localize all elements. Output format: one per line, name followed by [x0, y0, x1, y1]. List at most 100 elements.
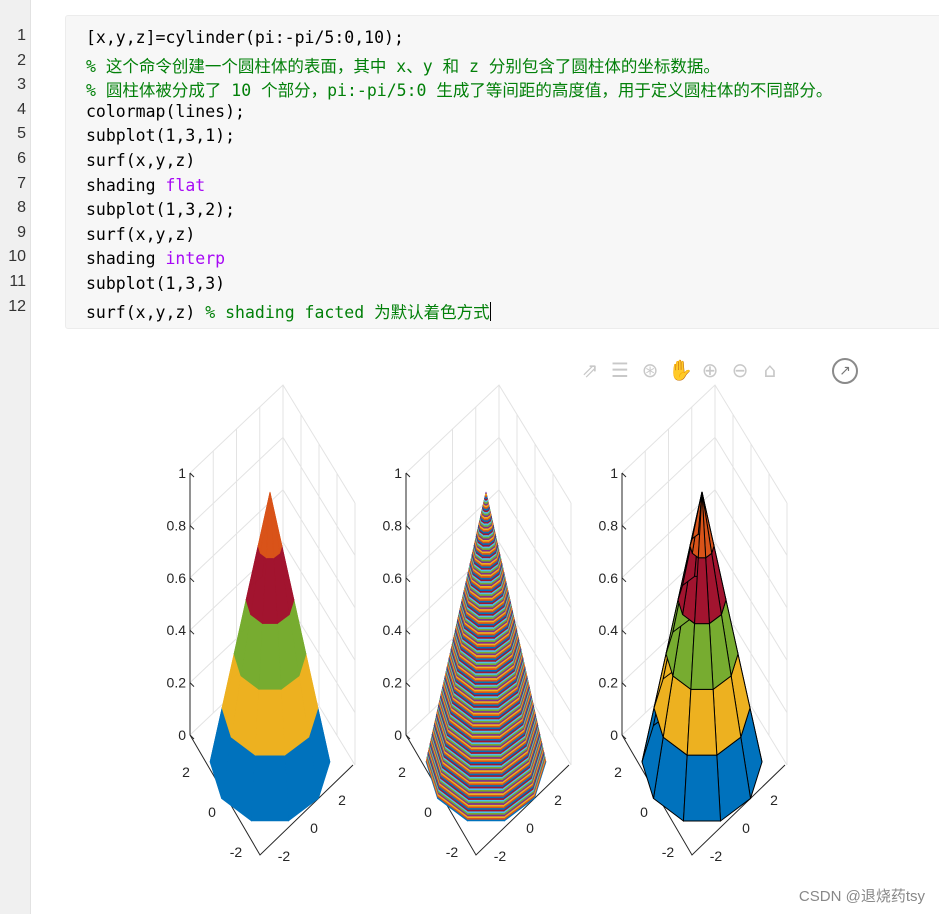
z-tick	[189, 629, 195, 635]
y-tick-label: -2	[446, 844, 459, 860]
pan-hand-icon[interactable]: ✋	[668, 358, 693, 382]
zoom-out-icon[interactable]: ⊖	[731, 358, 749, 382]
z-tick	[189, 577, 195, 583]
surface-face	[682, 754, 722, 822]
z-tick	[405, 629, 411, 635]
code-line[interactable]: colormap(lines);	[86, 102, 245, 121]
xy-axes	[189, 734, 354, 856]
x-tick-label: 2	[554, 792, 562, 808]
x-tick-label: 0	[310, 820, 318, 836]
code-line[interactable]: surf(x,y,z) % shading facted 为默认着色方式	[86, 299, 491, 323]
z-tick-label: 0.4	[599, 622, 619, 638]
code-comment: % 这个命令创建一个圆柱体的表面，其中 x、y 和 z 分别包含了圆柱体的坐标数…	[86, 56, 720, 76]
surface-face	[690, 623, 714, 690]
code-line[interactable]: shading flat	[86, 176, 205, 195]
z-tick-label: 0	[394, 727, 402, 743]
code-text: [x,y,z]=cylinder(pi:-pi/5:0,10);	[86, 28, 404, 47]
z-tick	[405, 734, 411, 740]
code-line[interactable]: % 圆柱体被分成了 10 个部分，pi:-pi/5:0 生成了等间距的高度值，用…	[86, 77, 832, 101]
line-number: 12	[8, 297, 26, 315]
home-icon[interactable]: ⌂	[763, 358, 777, 382]
code-editor[interactable]: [x,y,z]=cylinder(pi:-pi/5:0,10); % 这个命令创建…	[65, 15, 939, 329]
surface-plot-1: 00.20.40.60.81-202-202	[167, 384, 356, 864]
x-tick-label: 0	[526, 820, 534, 836]
x-tick-label: 2	[770, 792, 778, 808]
line-number: 5	[17, 125, 26, 143]
z-tick-label: 0.6	[167, 570, 187, 586]
text-cursor	[489, 301, 491, 321]
line-number: 6	[17, 150, 26, 167]
code-line[interactable]: shading interp	[86, 249, 225, 268]
code-line[interactable]: [x,y,z]=cylinder(pi:-pi/5:0,10);	[86, 28, 404, 47]
z-tick-label: 0.8	[383, 517, 403, 533]
code-line[interactable]: subplot(1,3,2);	[86, 200, 235, 219]
z-tick-label: 0.4	[383, 622, 403, 638]
line-number: 10	[8, 248, 26, 266]
z-tick	[621, 577, 627, 583]
z-tick	[405, 577, 411, 583]
line-number: 11	[9, 273, 26, 290]
line-number: 9	[17, 223, 26, 241]
rotate-3d-icon[interactable]: ⊛	[641, 358, 659, 382]
z-tick-label: 0.2	[599, 675, 619, 691]
x-tick-label: 2	[338, 792, 346, 808]
z-tick	[621, 734, 627, 740]
watermark: CSDN @退烧药tsy	[798, 888, 925, 905]
line-number: 1	[17, 27, 26, 44]
y-tick-label: 2	[398, 764, 406, 780]
export-icon[interactable]: ⇗	[581, 358, 599, 382]
z-tick-label: 1	[394, 465, 402, 481]
code-text: surf(x,y,z)	[86, 224, 196, 244]
x-tick-label: -2	[710, 848, 723, 864]
brush-icon[interactable]: ☰	[611, 358, 629, 382]
z-tick	[189, 682, 195, 687]
code-text: surf(x,y,z)	[86, 151, 196, 170]
y-tick-label: 0	[640, 804, 648, 820]
code-line[interactable]: subplot(1,3,1);	[86, 126, 235, 145]
code-text: shading	[86, 175, 166, 195]
code-line[interactable]: % 这个命令创建一个圆柱体的表面，其中 x、y 和 z 分别包含了圆柱体的坐标数…	[86, 53, 720, 77]
arrow-up-right-icon: ↗	[839, 363, 851, 379]
code-text: shading	[86, 249, 166, 269]
code-line[interactable]: subplot(1,3,3)	[86, 274, 225, 293]
surface-plot-2: 00.20.40.60.81-202-202	[383, 384, 572, 864]
code-text: subplot(1,3,1);	[86, 126, 236, 146]
z-tick	[405, 525, 411, 530]
surface-plot-3: 00.20.40.60.81-202-202	[599, 384, 788, 864]
code-line[interactable]: surf(x,y,z)	[86, 225, 195, 244]
x-tick-label: -2	[494, 848, 507, 864]
z-tick	[189, 472, 195, 478]
x-tick-label: -2	[278, 848, 291, 864]
z-tick-label: 0	[178, 727, 186, 743]
z-tick-label: 0.2	[383, 675, 403, 691]
y-tick-label: 2	[182, 764, 190, 780]
line-number: 8	[17, 199, 26, 217]
z-tick	[405, 682, 411, 687]
z-tick-label: 0.6	[383, 570, 403, 586]
open-in-figure-button[interactable]: ↗	[832, 358, 858, 384]
z-tick	[189, 525, 195, 530]
z-tick-label: 1	[610, 465, 618, 481]
zoom-in-icon[interactable]: ⊕	[701, 358, 719, 382]
z-tick	[189, 734, 195, 740]
surface-face	[251, 754, 289, 822]
y-tick-label: 2	[614, 764, 622, 780]
z-tick-label: 1	[178, 465, 186, 481]
xy-axes	[621, 734, 786, 856]
line-number: 3	[17, 76, 26, 94]
surface-face	[686, 688, 718, 756]
code-line[interactable]: surf(x,y,z)	[86, 151, 195, 170]
z-tick	[405, 472, 411, 478]
code-keyword: flat	[165, 175, 206, 195]
code-text: subplot(1,3,3)	[86, 274, 226, 293]
z-tick	[621, 525, 627, 530]
line-number: 2	[17, 51, 26, 69]
surface-face	[697, 491, 707, 559]
x-tick-label: 0	[742, 820, 750, 836]
y-tick-label: -2	[662, 844, 675, 860]
code-text: subplot(1,3,2);	[86, 200, 236, 220]
z-tick-label: 0.8	[167, 517, 187, 533]
xy-axes	[405, 734, 570, 856]
